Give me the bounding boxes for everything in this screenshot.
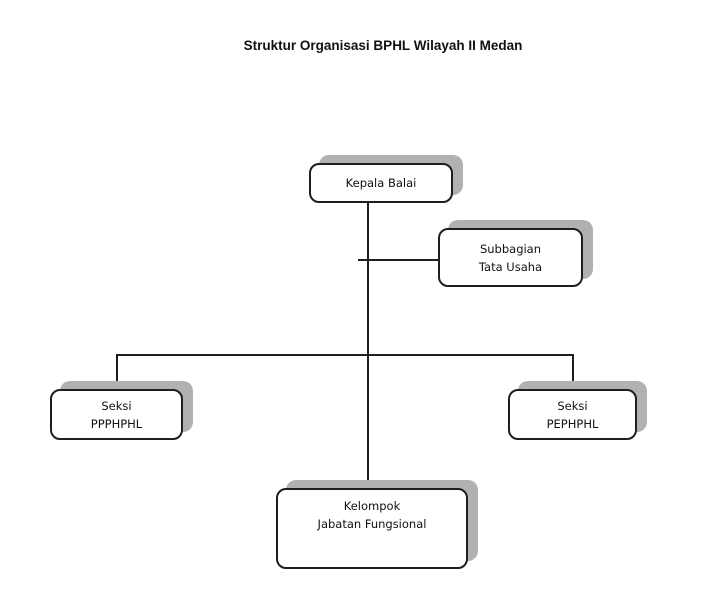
node-seksi-pephphl-label-line1: Seksi — [557, 398, 588, 413]
node-seksi-ppphphl: Seksi PPPHPHL — [50, 389, 183, 440]
connector-horizontal-level2 — [116, 354, 574, 356]
connector-vertical-left — [116, 354, 118, 390]
node-subbagian-tata-usaha: Subbagian Tata Usaha — [438, 228, 583, 287]
node-subbagian-label-line2: Tata Usaha — [478, 259, 543, 274]
connector-vertical-right — [572, 354, 574, 390]
connector-vertical-main — [367, 203, 369, 488]
connector-horizontal-subbagian — [358, 259, 438, 261]
node-seksi-ppphphl-label-line2: PPPHPHL — [90, 416, 143, 431]
node-kelompok-label-line2: Jabatan Fungsional — [317, 517, 427, 531]
diagram-title: Struktur Organisasi BPHL Wilayah II Meda… — [243, 38, 523, 53]
node-kelompok-label-line1: Kelompok — [343, 499, 401, 513]
node-kepala-balai-label: Kepala Balai — [345, 176, 417, 190]
node-seksi-pephphl: Seksi PEPHPHL — [508, 389, 637, 440]
node-subbagian-label-line1: Subbagian — [479, 241, 542, 256]
node-seksi-pephphl-label-line2: PEPHPHL — [546, 416, 599, 431]
node-kelompok-jabatan-fungsional: Kelompok Jabatan Fungsional — [276, 488, 468, 569]
node-seksi-ppphphl-label-line1: Seksi — [101, 398, 132, 413]
node-kepala-balai: Kepala Balai — [309, 163, 453, 203]
